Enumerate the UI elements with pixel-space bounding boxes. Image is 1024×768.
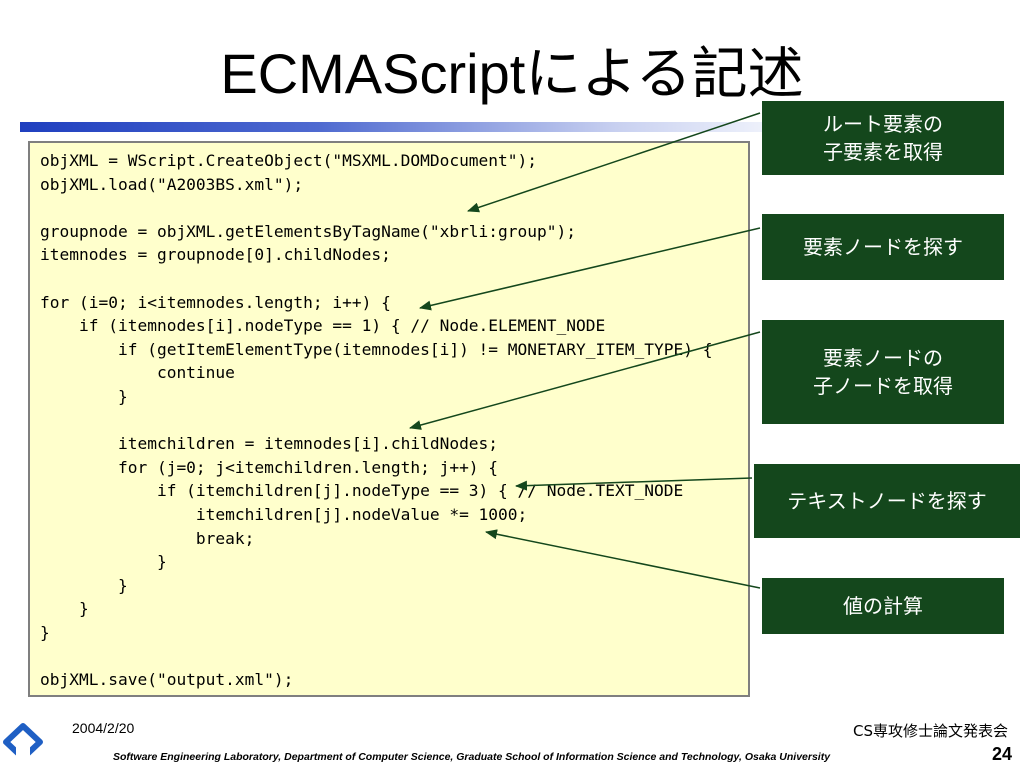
arrow-element-children bbox=[409, 331, 761, 430]
callout-find-element-node: 要素ノードを探す bbox=[762, 214, 1004, 280]
event-name: CS専攻修士論文発表会 bbox=[853, 722, 1008, 740]
code-line: itemchildren = itemnodes[i].childNodes; bbox=[40, 434, 499, 454]
code-line: objXML = WScript.CreateObject("MSXML.DOM… bbox=[40, 151, 538, 170]
arrow-find-element bbox=[419, 227, 761, 311]
code-line: } bbox=[40, 599, 89, 619]
callout-root-children: ルート要素の 子要素を取得 bbox=[762, 101, 1004, 175]
callout-line: ルート要素の bbox=[823, 112, 943, 136]
callout-element-children: 要素ノードの 子ノードを取得 bbox=[762, 320, 1004, 424]
code-line: if (itemchildren[j].nodeType == 3) { // … bbox=[40, 481, 684, 501]
title-underline-bar bbox=[20, 122, 765, 132]
callout-line: 要素ノードの bbox=[823, 346, 943, 370]
code-line: } bbox=[40, 387, 128, 406]
code-line: } bbox=[40, 575, 128, 595]
code-line: if (itemnodes[i].nodeType == 1) { // Nod… bbox=[40, 316, 606, 336]
code-line: groupnode = objXML.getElementsByTagName(… bbox=[40, 221, 577, 241]
code-line: } bbox=[40, 623, 50, 642]
code-line: break; bbox=[40, 528, 255, 548]
presentation-date: 2004/2/20 bbox=[72, 720, 135, 736]
code-line: itemnodes = groupnode[0].childNodes; bbox=[40, 245, 391, 265]
footer-affiliation: Software Engineering Laboratory, Departm… bbox=[113, 751, 831, 763]
slide-title: ECMAScriptによる記述 bbox=[220, 42, 804, 105]
code-line: for (i=0; i<itemnodes.length; i++) { bbox=[40, 292, 391, 312]
callout-line: 値の計算 bbox=[843, 594, 923, 618]
callout-line: 子要素を取得 bbox=[823, 140, 943, 164]
arrow-compute-value bbox=[485, 529, 761, 589]
code-line: objXML.load("A2003BS.xml"); bbox=[40, 174, 304, 194]
code-line: for (j=0; j<itemchildren.length; j++) { bbox=[40, 457, 499, 477]
page-number: 24 bbox=[991, 744, 1012, 764]
callout-compute-value: 値の計算 bbox=[762, 578, 1004, 634]
arrow-find-text bbox=[515, 477, 753, 491]
code-block: objXML = WScript.CreateObject("MSXML.DOM… bbox=[28, 141, 750, 697]
callout-line: テキストノードを探す bbox=[787, 489, 987, 513]
callout-find-text-node: テキストノードを探す bbox=[754, 464, 1020, 538]
arrow-root-children bbox=[467, 112, 761, 213]
code-line: continue bbox=[40, 363, 235, 383]
code-line: } bbox=[40, 552, 167, 572]
code-line: itemchildren[j].nodeValue *= 1000; bbox=[40, 505, 528, 524]
code-line: if (getItemElementType(itemnodes[i]) != … bbox=[40, 339, 713, 359]
code-line: objXML.save("output.xml"); bbox=[40, 670, 294, 690]
callout-line: 子ノードを取得 bbox=[813, 374, 953, 398]
university-logo bbox=[3, 723, 43, 762]
callout-line: 要素ノードを探す bbox=[803, 235, 963, 259]
